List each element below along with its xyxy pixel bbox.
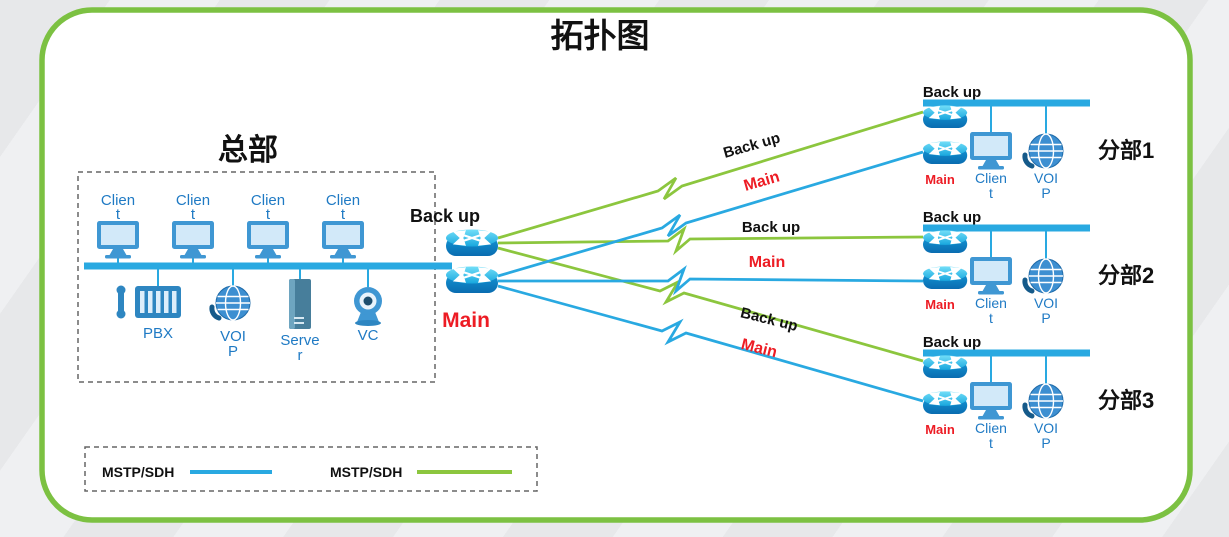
headquarters-title: 总部: [218, 133, 278, 167]
branch-client-label-line1: Clien: [975, 420, 1007, 436]
branch-2-group: Back up Main Clien t VOI P 分部2: [923, 209, 1154, 326]
branch-client-label-line2: t: [989, 435, 993, 451]
branch-client-label-line1: Clien: [975, 170, 1007, 186]
client-3-label-line2: t: [266, 206, 271, 223]
link-main-branch2-line: [498, 265, 924, 296]
branch-client-label-line1: Clien: [975, 295, 1007, 311]
client-4-label-line1: Clien: [326, 192, 360, 209]
link-main-branch2-label: Main: [749, 254, 785, 271]
server-label-line2: r: [298, 347, 303, 364]
branch-client-label-line2: t: [989, 185, 993, 201]
branch-name: 分部2: [1098, 263, 1154, 288]
link-backup-branch2-line: [497, 225, 924, 256]
headquarters-boundary: [77, 171, 436, 383]
client-1-label-line2: t: [116, 206, 121, 223]
branch-name: 分部3: [1098, 388, 1154, 413]
legend-main-label: MSTP/SDH: [102, 464, 174, 480]
vc-camera-icon: [354, 287, 382, 326]
branch-voip-label-line1: VOI: [1034, 170, 1058, 186]
branch-1-group: Back up Main Clien t VOI P 分部1: [923, 84, 1154, 201]
client-4-label-line2: t: [341, 206, 346, 223]
branch-client-label-line2: t: [989, 310, 993, 326]
branch-backup-router-icon: [923, 230, 967, 253]
link-backup-branch3-line: [497, 246, 924, 363]
branch-name: 分部1: [1098, 138, 1154, 163]
link-backup-branch2-label: Back up: [742, 219, 800, 236]
client-2-label-line1: Clien: [176, 192, 210, 209]
branch-backup-label: Back up: [923, 209, 981, 226]
voip-label-line1: VOI: [220, 328, 246, 345]
branch-voip-label-line2: P: [1041, 435, 1050, 451]
branch-3-group: Back up Main Clien t VOI P 分部3: [923, 334, 1154, 451]
headquarters-group: 总部 Clien t Clien t Clien t Clien t PBX: [77, 133, 452, 383]
branch-main-label: Main: [925, 172, 955, 187]
client-3-label-line1: Clien: [251, 192, 285, 209]
diagram-card: [39, 7, 1193, 523]
branch-main-router-icon: [923, 141, 967, 164]
link-main-branch1-line: [497, 150, 924, 278]
branch-voip-label-line1: VOI: [1034, 295, 1058, 311]
link-main-branch3-line: [497, 284, 924, 403]
server-icon: [289, 279, 311, 329]
server-label-line1: Serve: [280, 332, 319, 349]
core-backup-label: Back up: [410, 206, 480, 226]
branch-main-router-icon: [923, 391, 967, 414]
page-title: 拓扑图: [551, 17, 650, 54]
branch-backup-label: Back up: [923, 84, 981, 101]
link-backup-branch1-line: [497, 110, 924, 240]
core-backup-router-icon: [446, 230, 498, 257]
core-main-label: Main: [442, 309, 490, 332]
legend-group: MSTP/SDH MSTP/SDH: [84, 446, 538, 492]
branch-backup-label: Back up: [923, 334, 981, 351]
vc-label: VC: [358, 327, 379, 344]
branch-voip-label-line2: P: [1041, 185, 1050, 201]
branch-backup-router-icon: [923, 355, 967, 378]
branch-main-label: Main: [925, 422, 955, 437]
branch-voip-label-line2: P: [1041, 310, 1050, 326]
pbx-label: PBX: [143, 325, 173, 342]
core-routers-group: Back up Main: [410, 206, 498, 332]
wan-links-group: [497, 110, 924, 403]
branch-main-router-icon: [923, 266, 967, 289]
branch-backup-router-icon: [923, 105, 967, 128]
core-main-router-icon: [446, 267, 498, 294]
branch-main-label: Main: [925, 297, 955, 312]
legend-boundary: [84, 446, 538, 492]
client-2-label-line2: t: [191, 206, 196, 223]
voip-label-line2: P: [228, 343, 238, 360]
client-1-label-line1: Clien: [101, 192, 135, 209]
legend-backup-label: MSTP/SDH: [330, 464, 402, 480]
branch-voip-label-line1: VOI: [1034, 420, 1058, 436]
